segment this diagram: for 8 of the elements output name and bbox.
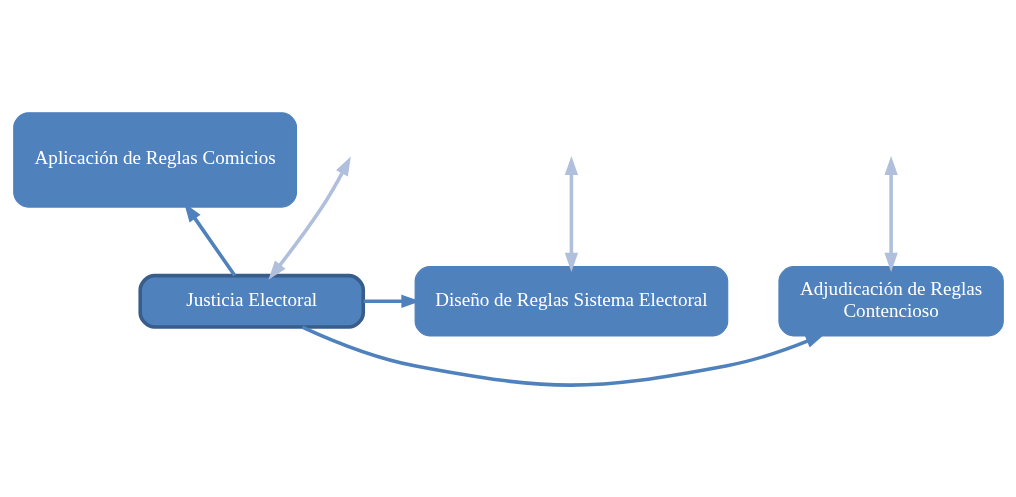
arrow bbox=[301, 324, 825, 387]
node-box: Aplicación de Reglas Comicios bbox=[12, 111, 297, 208]
arrow bbox=[564, 155, 578, 272]
arrow bbox=[267, 155, 351, 280]
arrow bbox=[883, 155, 898, 272]
node-box: Justicia Electoral bbox=[137, 273, 365, 329]
node-box: Diseño de Reglas Sistema Electoral bbox=[414, 265, 728, 336]
node-box: Adjudicación de Reglas Contencioso bbox=[777, 265, 1004, 336]
